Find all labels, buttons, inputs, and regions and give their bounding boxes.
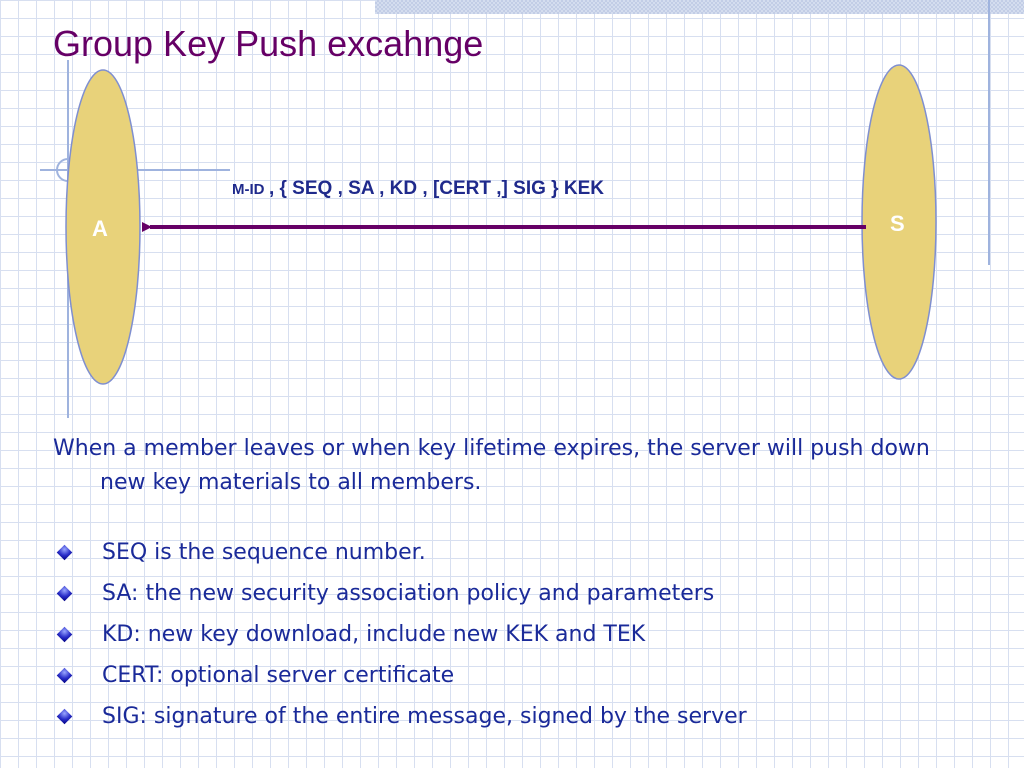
message-body-text: , { SEQ , SA , KD , [CERT ,] SIG } KEK bbox=[268, 178, 604, 199]
diamond-bullet-icon bbox=[56, 544, 73, 561]
bullet-list: SEQ is the sequence number. SA: the new … bbox=[53, 532, 953, 737]
slide-body: When a member leaves or when key lifetim… bbox=[53, 432, 953, 737]
diamond-bullet-icon bbox=[56, 585, 73, 602]
bullet-item: SEQ is the sequence number. bbox=[53, 532, 953, 573]
diamond-bullet-icon bbox=[56, 626, 73, 643]
party-s-label: S bbox=[890, 211, 905, 236]
bullet-item: SA: the new security association policy … bbox=[53, 573, 953, 614]
bullet-text: SEQ is the sequence number. bbox=[102, 540, 426, 565]
message-id-text: M-ID bbox=[232, 181, 265, 198]
key-push-diagram bbox=[40, 64, 937, 385]
bullet-text: KD: new key download, include new KEK an… bbox=[102, 622, 646, 647]
party-a-label: A bbox=[92, 216, 108, 241]
bullet-item: SIG: signature of the entire message, si… bbox=[53, 696, 953, 737]
message-label: M-ID , { SEQ , SA , KD , [CERT ,] SIG } … bbox=[232, 178, 604, 200]
intro-paragraph: When a member leaves or when key lifetim… bbox=[53, 436, 930, 495]
diamond-bullet-icon bbox=[56, 708, 73, 725]
decoration-line bbox=[988, 0, 990, 265]
party-a-ellipse bbox=[65, 69, 141, 385]
bullet-text: CERT: optional server certificate bbox=[102, 663, 455, 688]
slide-title: Group Key Push excahnge bbox=[53, 23, 484, 64]
party-s-ellipse bbox=[861, 64, 937, 380]
bullet-item: KD: new key download, include new KEK an… bbox=[53, 614, 953, 655]
top-decoration-band bbox=[375, 0, 1024, 14]
bullet-text: SA: the new security association policy … bbox=[102, 581, 715, 606]
diamond-bullet-icon bbox=[56, 667, 73, 684]
bullet-item: CERT: optional server certificate bbox=[53, 655, 953, 696]
bullet-text: SIG: signature of the entire message, si… bbox=[102, 704, 747, 729]
